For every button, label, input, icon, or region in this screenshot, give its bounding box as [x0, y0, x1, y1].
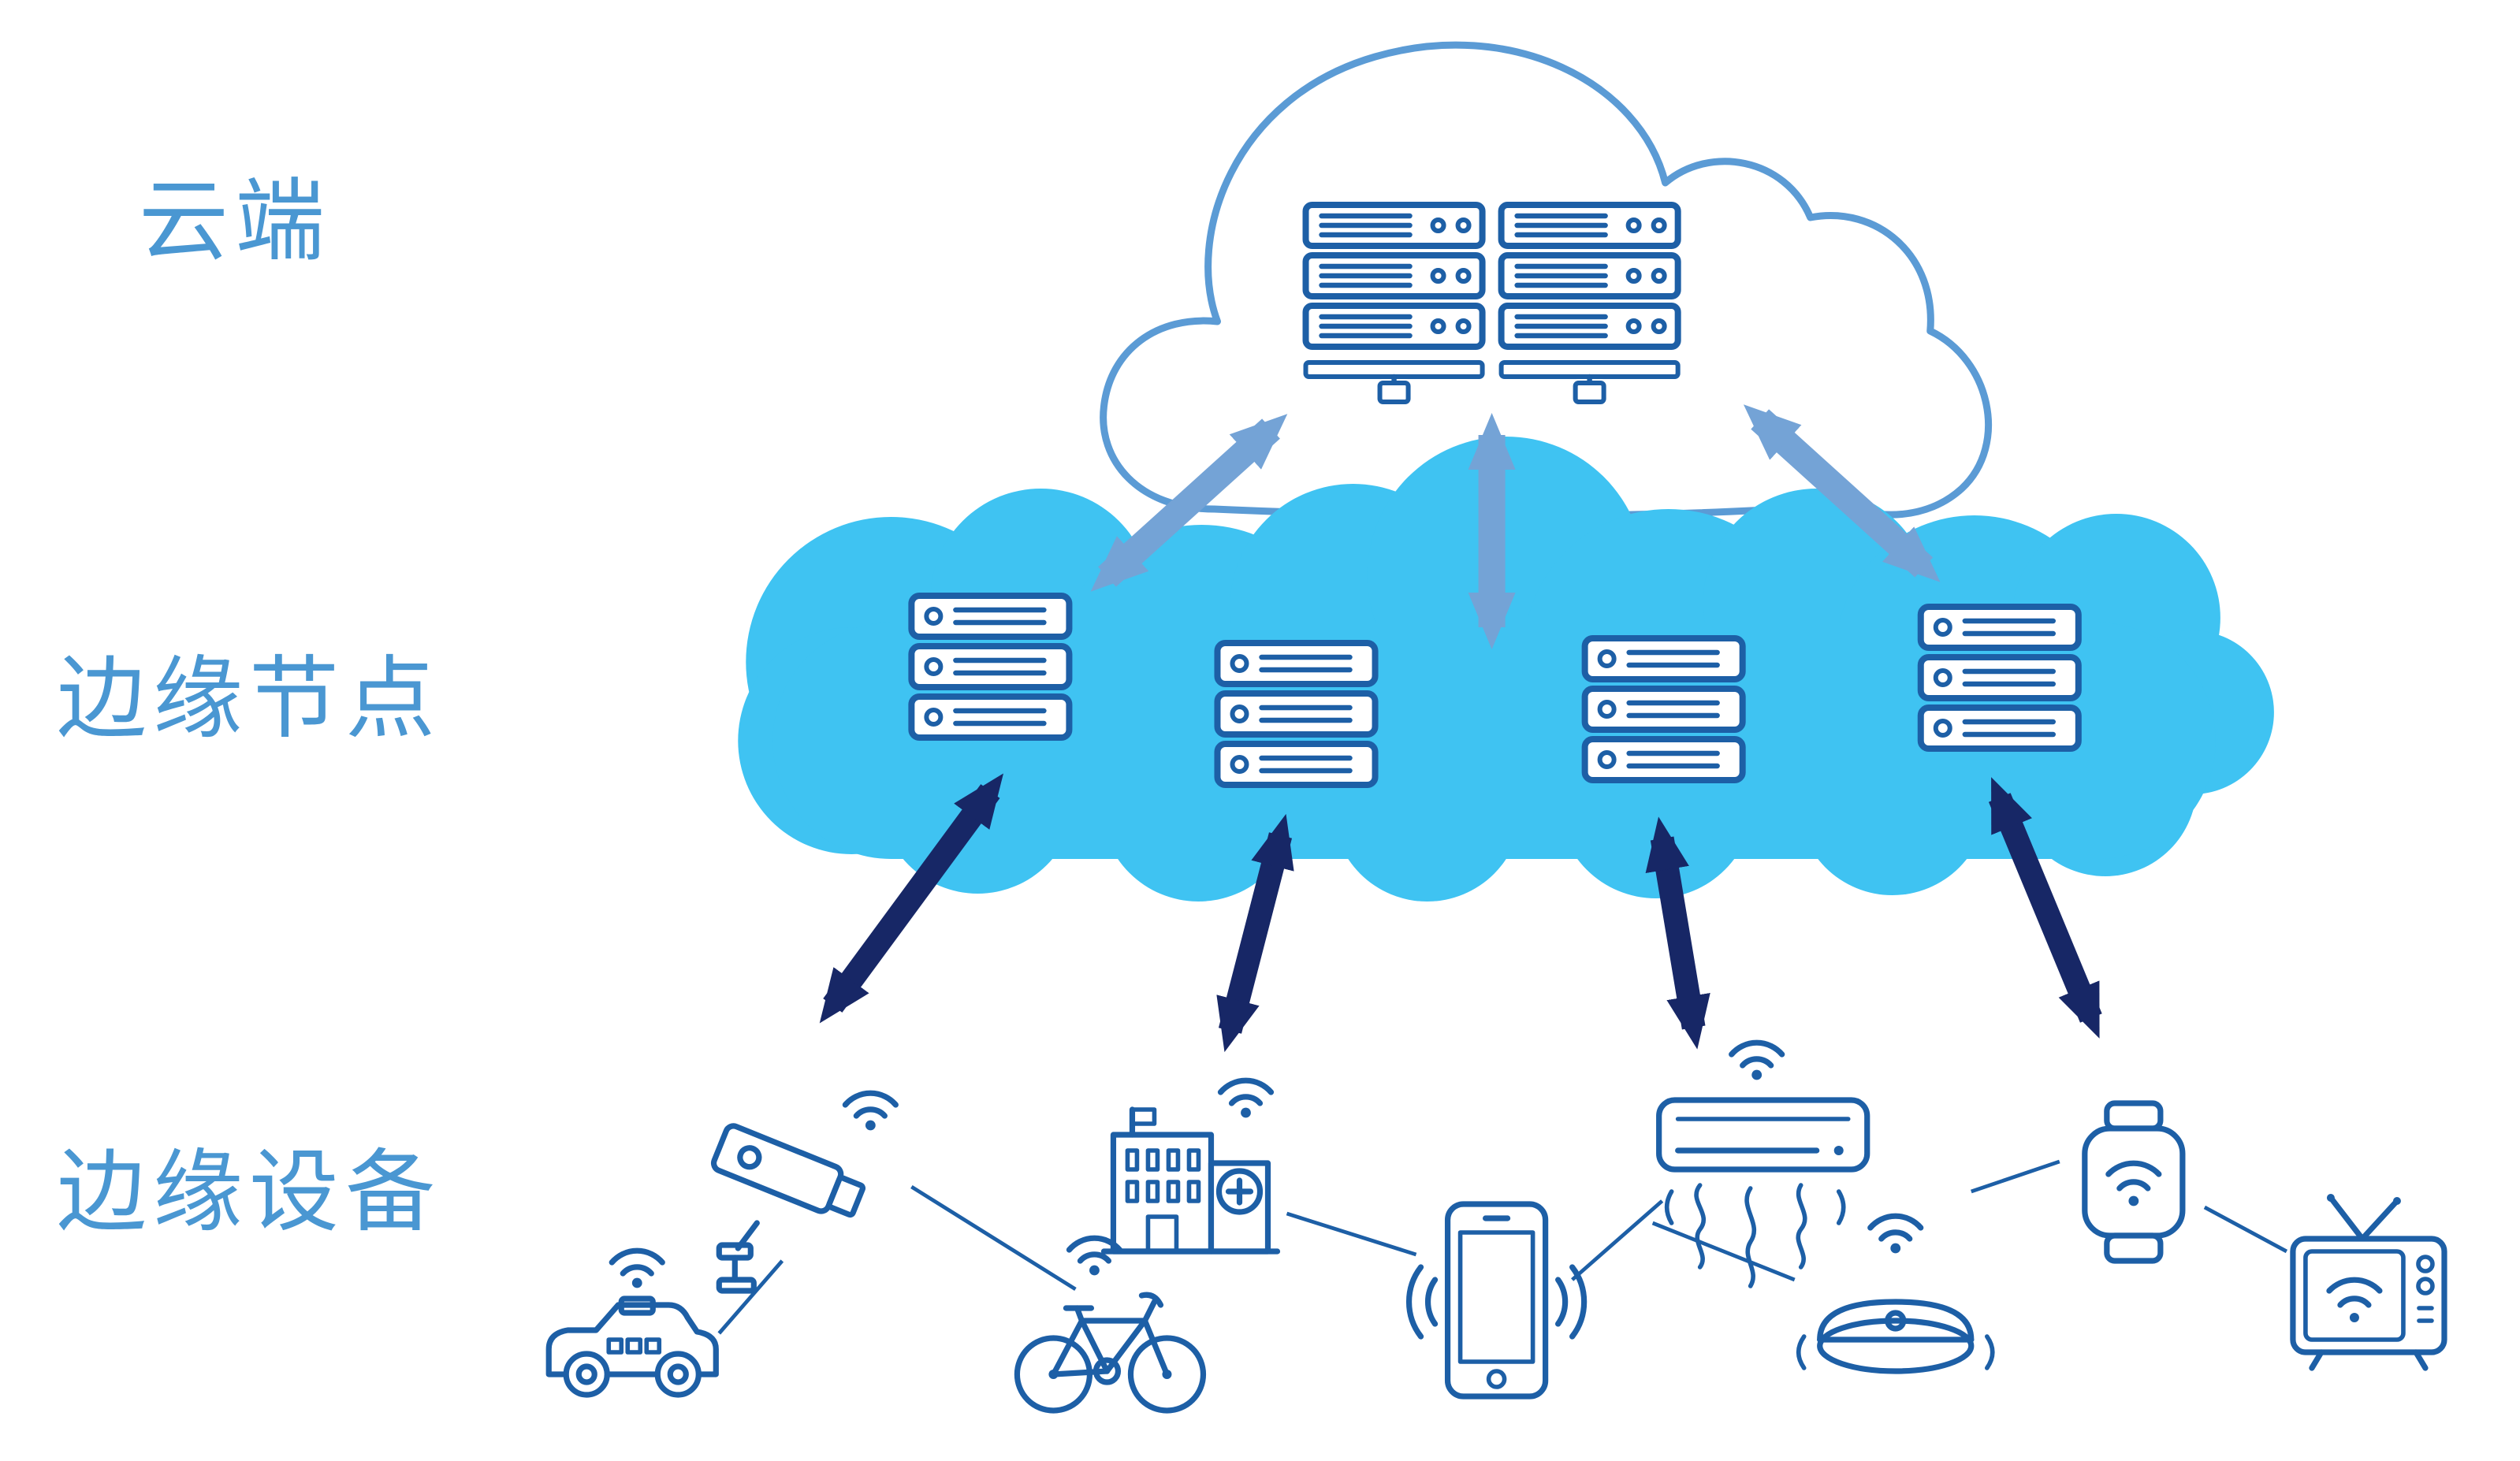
double-arrow-icon: [1090, 414, 1288, 592]
cctv-camera-icon: [710, 1093, 896, 1294]
server-rack-icon: [1302, 202, 1681, 404]
wifi-icon: [612, 1251, 662, 1288]
tv-icon: [2290, 1194, 2447, 1371]
wifi-icon: [1870, 1216, 1921, 1253]
double-arrow-icon: [1988, 777, 2102, 1039]
wifi-icon: [1069, 1238, 1119, 1275]
edge-node-server-icon: [1217, 643, 1375, 785]
device-network-lines: [717, 1159, 2288, 1335]
bicycle-icon: [1014, 1238, 1207, 1414]
wifi-icon: [1220, 1080, 1271, 1117]
edge-node-server-icon: [911, 596, 1069, 738]
car-icon: [545, 1251, 719, 1398]
double-arrow-icon: [1216, 813, 1294, 1053]
double-arrow-icon: [1645, 816, 1710, 1050]
double-arrow-icon: [819, 773, 1003, 1024]
wifi-icon: [1732, 1043, 1782, 1080]
label-edge-nodes-tier: 边缘节点: [57, 646, 441, 751]
robot-vacuum-icon: [1796, 1216, 1995, 1374]
double-arrow-icon: [1743, 404, 1941, 582]
server-stack-left: [1302, 202, 1486, 404]
smartphone-icon: [1405, 1201, 1588, 1400]
air-conditioner-icon: [1656, 1043, 1870, 1288]
label-cloud-tier: 云端: [139, 169, 331, 273]
edge-node-server-icon: [1921, 607, 2079, 749]
cloud-edge-arrows: [1090, 404, 1941, 649]
hospital-icon: [1100, 1080, 1281, 1255]
wearable-device-icon: [2082, 1100, 2186, 1264]
label-edge-devices-tier: 边缘设备: [57, 1139, 441, 1244]
edge-device-arrows: [819, 773, 2102, 1053]
server-stack-right: [1498, 202, 1681, 404]
wifi-icon: [845, 1093, 895, 1130]
edge-node-server-icon: [1585, 638, 1743, 780]
